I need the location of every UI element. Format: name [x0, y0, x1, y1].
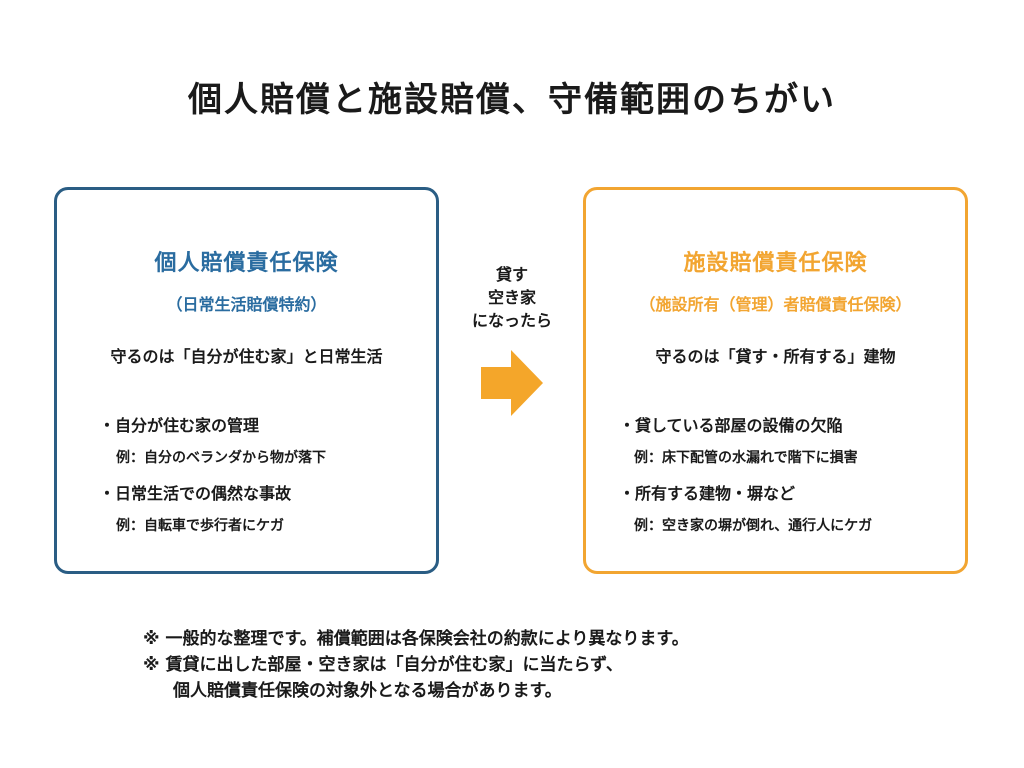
personal-liability-card: 個人賠償責任保険 （日常生活賠償特約） 守るのは「自分が住む家」と日常生活 ・自…	[54, 187, 439, 574]
personal-liability-item-1: ・自分が住む家の管理	[99, 416, 260, 435]
facility-liability-heading: 施設賠償責任保険	[683, 251, 868, 276]
facility-liability-subheading: （施設所有（管理）者賠償責任保険）	[639, 295, 912, 314]
personal-liability-item-2: ・日常生活での偶然な事故	[99, 484, 292, 503]
right-arrow-icon	[481, 350, 543, 416]
page-title: 個人賠償と施設賠償、守備範囲のちがい	[188, 80, 836, 120]
personal-liability-example-2: 例：自転車で歩行者にケガ	[116, 518, 284, 534]
transition-label-line-2: 空き家	[487, 288, 536, 307]
transition-label: 貸す 空き家 になったら	[452, 263, 572, 332]
footnotes: ※ 一般的な整理です。補償範囲は各保険会社の約款により異なります。 ※ 賃貸に出…	[143, 626, 689, 704]
footnote-2: ※ 賃貸に出した部屋・空き家は「自分が住む家」に当たらず、	[143, 655, 623, 675]
personal-liability-scope: 守るのは「自分が住む家」と日常生活	[110, 347, 383, 366]
facility-liability-card: 施設賠償責任保険 （施設所有（管理）者賠償責任保険） 守るのは「貸す・所有する」…	[583, 187, 968, 574]
personal-liability-subheading: （日常生活賠償特約）	[166, 295, 327, 314]
transition-label-line-1: 貸す	[495, 265, 528, 284]
facility-liability-scope: 守るのは「貸す・所有する」建物	[655, 347, 896, 366]
facility-liability-item-2: ・所有する建物・塀など	[619, 484, 796, 503]
footnote-2-continued: 個人賠償責任保険の対象外となる場合があります。	[173, 681, 562, 701]
personal-liability-example-1: 例：自分のベランダから物が落下	[116, 450, 326, 466]
facility-liability-item-1: ・貸している部屋の設備の欠陥	[619, 416, 843, 435]
footnote-1: ※ 一般的な整理です。補償範囲は各保険会社の約款により異なります。	[143, 629, 689, 649]
facility-liability-example-1: 例：床下配管の水漏れで階下に損害	[634, 450, 858, 466]
personal-liability-heading: 個人賠償責任保険	[154, 251, 339, 276]
facility-liability-example-2: 例：空き家の塀が倒れ、通行人にケガ	[634, 518, 873, 534]
transition-label-line-3: になったら	[471, 311, 552, 330]
